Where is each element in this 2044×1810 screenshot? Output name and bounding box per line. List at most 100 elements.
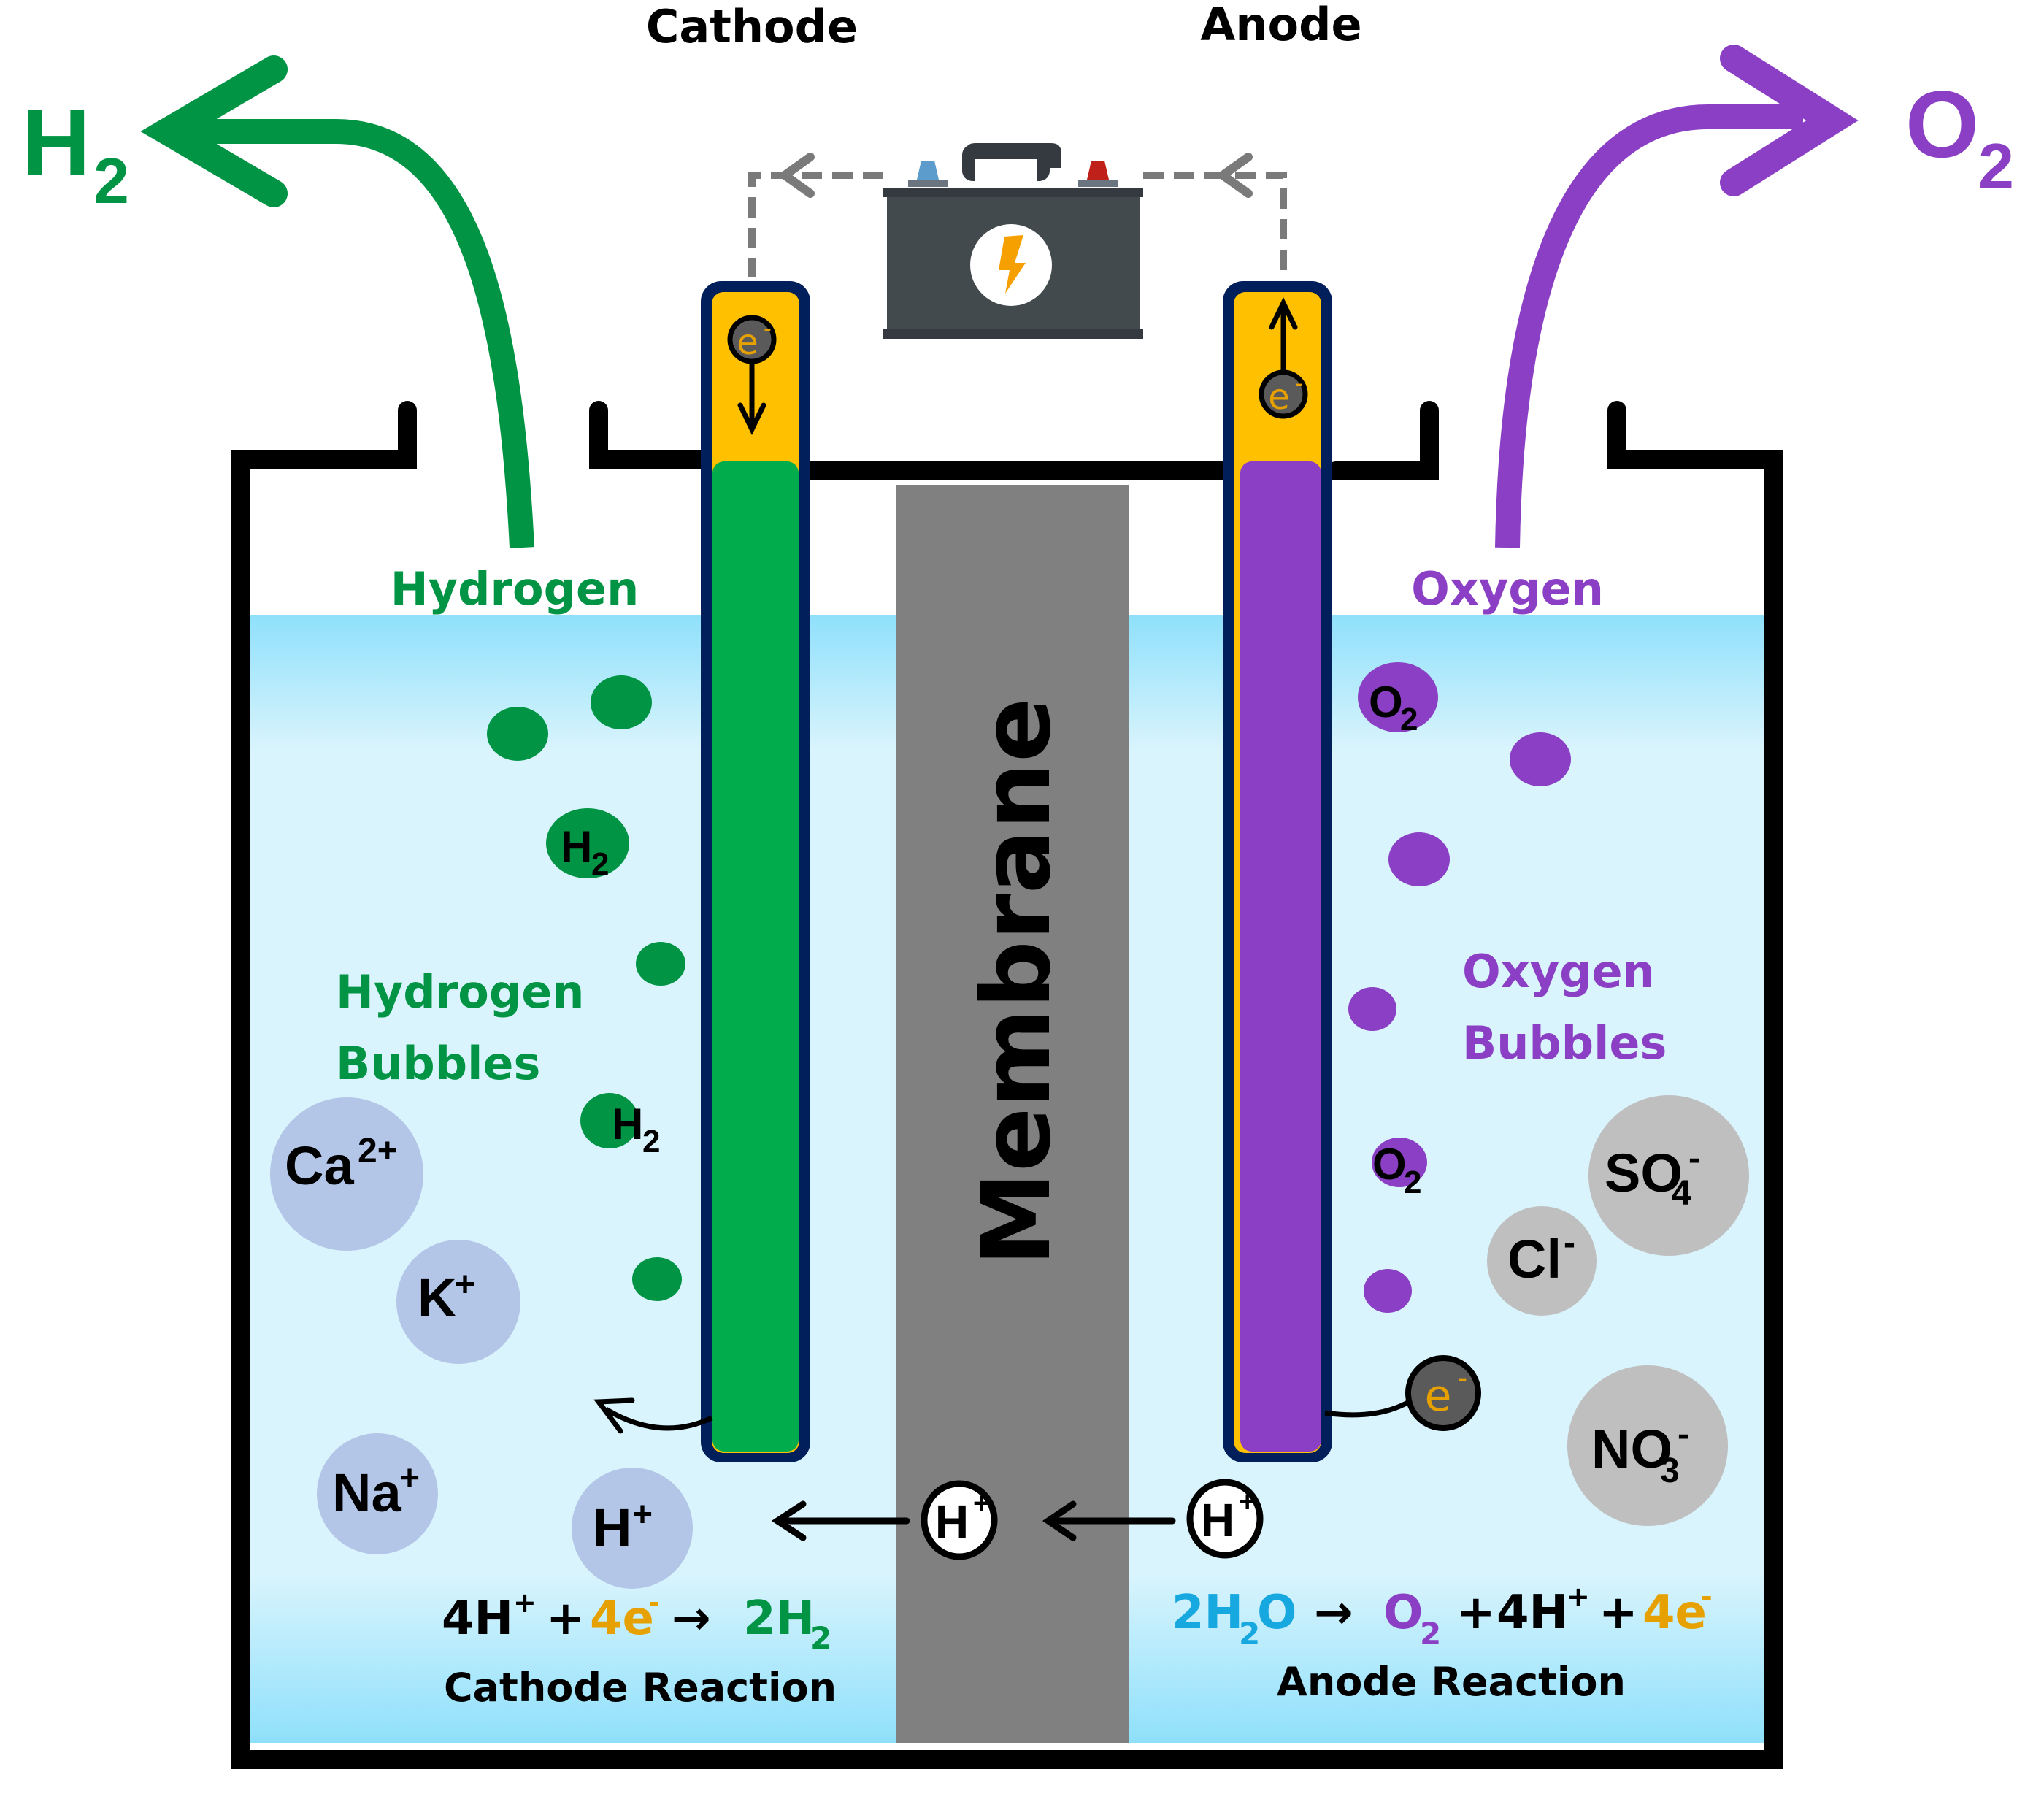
svg-text:+: + bbox=[513, 1587, 537, 1619]
svg-text:O: O bbox=[1369, 678, 1403, 726]
svg-text:NO: NO bbox=[1591, 1419, 1672, 1479]
svg-text:Na: Na bbox=[332, 1462, 402, 1523]
container bbox=[231, 401, 1783, 1769]
oxygen-bubbles-label: Bubbles bbox=[1462, 1016, 1667, 1070]
proton-membrane: H + bbox=[921, 1480, 998, 1560]
svg-text:2: 2 bbox=[591, 846, 609, 882]
anion-cl: Cl - bbox=[1487, 1206, 1597, 1316]
oxygen-label: Oxygen bbox=[1411, 562, 1604, 616]
cathode-curved-arrow bbox=[604, 1406, 713, 1431]
cation-na: Na + bbox=[317, 1433, 438, 1554]
hydrogen-bubbles-label: Hydrogen bbox=[336, 965, 584, 1019]
svg-text:-: - bbox=[1678, 1415, 1689, 1454]
anode-reaction-caption: Anode Reaction bbox=[1277, 1659, 1626, 1705]
svg-text:-: - bbox=[648, 1587, 660, 1619]
cathode-label: Cathode bbox=[646, 0, 858, 53]
oxygen-arrowhead-icon bbox=[1720, 45, 1859, 196]
svg-text:2H: 2H bbox=[743, 1592, 815, 1646]
svg-text:H: H bbox=[593, 1498, 631, 1558]
cathode-curved-arrowhead bbox=[593, 1397, 635, 1434]
svg-text:+: + bbox=[973, 1487, 990, 1519]
hydrogen-label: Hydrogen bbox=[391, 562, 639, 616]
svg-text:4e: 4e bbox=[1642, 1586, 1707, 1640]
svg-text:O: O bbox=[1372, 1140, 1407, 1189]
svg-text:-: - bbox=[764, 316, 772, 342]
svg-text:3: 3 bbox=[1660, 1452, 1680, 1490]
svg-text:+: + bbox=[632, 1495, 653, 1534]
svg-text:H: H bbox=[612, 1100, 643, 1148]
svg-text:-: - bbox=[1688, 1139, 1700, 1178]
o2-bubble bbox=[1388, 832, 1450, 886]
hydrogen-gas-label: H 2 bbox=[22, 89, 129, 217]
h2-bubble bbox=[632, 1257, 682, 1301]
svg-text:H: H bbox=[22, 89, 91, 196]
h2-bubble bbox=[636, 942, 685, 986]
svg-text:2: 2 bbox=[1978, 130, 2014, 202]
svg-text:e: e bbox=[1268, 377, 1290, 418]
hydrogen-outlet-arrow bbox=[175, 119, 534, 548]
anion-so4: SO 4 - bbox=[1588, 1095, 1749, 1256]
svg-text:Ca: Ca bbox=[285, 1135, 354, 1196]
cathode-reaction-equation: 4H + + 4e - → 2H 2 bbox=[442, 1587, 831, 1656]
h2-bubble bbox=[546, 808, 629, 878]
svg-text:H: H bbox=[935, 1495, 969, 1548]
svg-text:2: 2 bbox=[1420, 1616, 1441, 1652]
lightning-icon bbox=[999, 235, 1026, 294]
proton-anode-side: H + bbox=[1186, 1479, 1264, 1559]
svg-text:-: - bbox=[1564, 1224, 1575, 1262]
svg-text:4e: 4e bbox=[590, 1592, 654, 1646]
o2-bubble bbox=[1510, 732, 1571, 786]
svg-text:2: 2 bbox=[810, 1620, 831, 1656]
cathode-electrode bbox=[701, 281, 810, 1462]
o2-bubble-label: O 2 bbox=[1369, 678, 1418, 737]
svg-text:→: → bbox=[672, 1592, 711, 1646]
o2-bubble-label: O 2 bbox=[1372, 1140, 1421, 1200]
h2-bubble bbox=[591, 675, 652, 729]
proton-arrow-right bbox=[1042, 1500, 1176, 1541]
proton-arrow-left bbox=[771, 1500, 910, 1541]
svg-text:+: + bbox=[455, 1265, 475, 1304]
svg-text:+: + bbox=[399, 1459, 420, 1498]
svg-text:O: O bbox=[1257, 1586, 1296, 1640]
anode-electron: e - bbox=[1259, 369, 1308, 419]
o2-bubble bbox=[1372, 1138, 1427, 1187]
oxygen-gas-label: O 2 bbox=[1905, 71, 2014, 202]
svg-text:e: e bbox=[1425, 1370, 1452, 1422]
free-electron: e - bbox=[1405, 1355, 1481, 1431]
anion-no3: NO 3 - bbox=[1567, 1365, 1728, 1526]
svg-text:2H: 2H bbox=[1172, 1586, 1243, 1640]
hydrogen-arrowhead-icon bbox=[140, 55, 288, 207]
oxygen-bubbles bbox=[1348, 662, 1571, 1313]
wire-arrow-anode bbox=[1218, 153, 1253, 198]
svg-text:→: → bbox=[1314, 1586, 1353, 1640]
svg-text:e: e bbox=[737, 322, 758, 363]
anode-electron-path bbox=[1324, 1399, 1410, 1418]
svg-text:2: 2 bbox=[1400, 702, 1418, 737]
battery-icon bbox=[883, 143, 1143, 339]
svg-text:+: + bbox=[546, 1592, 585, 1646]
cation-k: K + bbox=[396, 1240, 520, 1364]
h2-bubble-label: H 2 bbox=[612, 1100, 660, 1159]
cathode-electron: e - bbox=[727, 315, 777, 364]
svg-text:4: 4 bbox=[1672, 1174, 1691, 1213]
svg-text:Cl: Cl bbox=[1507, 1229, 1561, 1289]
svg-text:+: + bbox=[1456, 1586, 1496, 1640]
svg-text:4H: 4H bbox=[1496, 1586, 1568, 1640]
svg-text:+: + bbox=[1599, 1586, 1638, 1640]
hydrogen-bubbles-label: Bubbles bbox=[336, 1037, 540, 1090]
hydrogen-bubbles bbox=[487, 675, 685, 1301]
svg-text:2: 2 bbox=[93, 145, 129, 217]
svg-text:SO: SO bbox=[1605, 1143, 1683, 1203]
o2-bubble bbox=[1358, 662, 1438, 732]
arrow-down-icon bbox=[737, 360, 766, 436]
o2-bubble bbox=[1364, 1269, 1412, 1313]
svg-text:-: - bbox=[1458, 1364, 1467, 1394]
svg-text:-: - bbox=[1701, 1581, 1713, 1613]
h2-bubble bbox=[580, 1093, 639, 1148]
svg-text:+: + bbox=[1239, 1486, 1256, 1518]
anode-label: Anode bbox=[1200, 0, 1361, 51]
svg-text:O: O bbox=[1905, 71, 1979, 177]
o2-bubble bbox=[1348, 987, 1396, 1031]
svg-text:H: H bbox=[561, 822, 592, 871]
